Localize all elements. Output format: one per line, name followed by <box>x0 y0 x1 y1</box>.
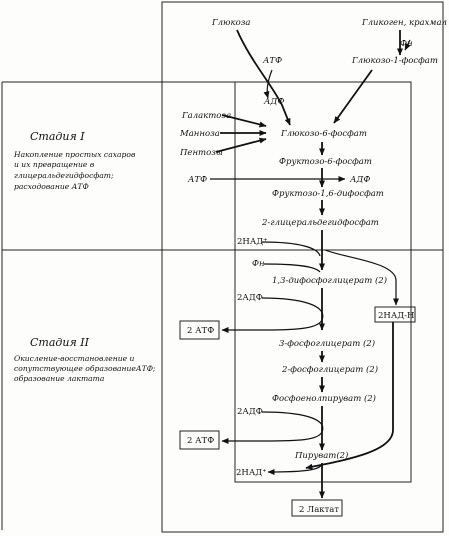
lactate-label: 2 Лактат <box>299 505 339 515</box>
stage2-desc-1: Окисление-восстановление и <box>14 354 135 363</box>
stage2-desc-3: образование лактата <box>14 374 105 383</box>
mannose-label: Манноза <box>179 129 220 139</box>
pg3-label: 3-фосфоглицерат (2) <box>279 338 375 349</box>
atp2a-box <box>179 320 220 340</box>
adf2b-label: 2АДФ <box>237 407 263 417</box>
g1p-to-g6p-arrow <box>333 69 373 124</box>
pyruvate-label: Пируват(2) <box>294 450 348 461</box>
stage1-title: Стадия I <box>30 130 85 143</box>
atp2b-box <box>179 430 220 450</box>
fructose6p-label: Фруктозо-6-фосфат <box>279 157 372 167</box>
lactate-box <box>291 499 343 517</box>
glucose1p-label: Глюкозо-1-фосфат <box>351 56 438 66</box>
phi-mid-curve <box>263 263 321 273</box>
gap-label: 2-глицеральдегидфосфат <box>261 218 379 228</box>
glycogen-label: Гликоген, крахмал <box>361 18 447 28</box>
atf-top-label: АТФ <box>262 56 282 66</box>
adf-top-label: АДФ <box>263 97 284 107</box>
fructose16-label: Фруктозо-1,6-дифосфат <box>272 189 384 199</box>
stage1-desc-4: расходование АТФ <box>14 182 89 191</box>
nad-to-nadh-arrow <box>324 249 399 306</box>
outer-frame <box>161 1 444 533</box>
atf-adf-arrow <box>263 69 273 99</box>
atp2a-label: 2 АТФ <box>187 326 214 336</box>
inner-frame <box>234 81 412 483</box>
glucose-label: Глюкоза <box>211 18 250 28</box>
atp2b-label: 2 АТФ <box>187 436 214 446</box>
adf-mid-label: АДФ <box>349 175 370 185</box>
stage1-desc-3: глицеральдегидфосфат; <box>14 171 114 180</box>
stage1-desc-2: и их превращение в <box>14 160 95 169</box>
glucose-arrow <box>236 29 291 126</box>
stage2-title: Стадия II <box>30 336 90 349</box>
nad-in-curve <box>261 241 321 257</box>
glucose6p-label: Глюкозо-6-фосфат <box>280 129 367 139</box>
nad-out-label: 2НАД⁺ <box>236 468 267 478</box>
stage1-desc-1: Накопление простых сахаров <box>13 150 136 159</box>
atf-mid-label: АТФ <box>187 175 207 185</box>
pep-label: Фосфоенолпируват (2) <box>272 393 376 404</box>
galactose-label: Галактоза <box>181 111 231 121</box>
nadh-box <box>374 306 416 323</box>
stage2-desc-2: сопутствующее образованиеАТФ; <box>14 364 156 373</box>
nad-in-label: 2НАД⁺ <box>237 237 268 247</box>
phi-top-arrow <box>404 39 411 51</box>
bpg-label: 1,3-дифосфоглицерат (2) <box>272 275 387 286</box>
phi-mid-label: Фн <box>252 259 265 269</box>
pg2-label: 2-фосфоглицерат (2) <box>281 364 378 375</box>
nad-out-arrow <box>267 463 323 475</box>
adf2a-label: 2АДФ <box>237 293 263 303</box>
pentoses-label: Пентозы <box>179 148 223 158</box>
nadh-label: 2НАД-Н <box>378 311 414 321</box>
nadh-to-pyruvate-arrow <box>305 322 394 470</box>
pentoses-arrow <box>215 137 267 153</box>
galactose-arrow <box>221 114 267 128</box>
